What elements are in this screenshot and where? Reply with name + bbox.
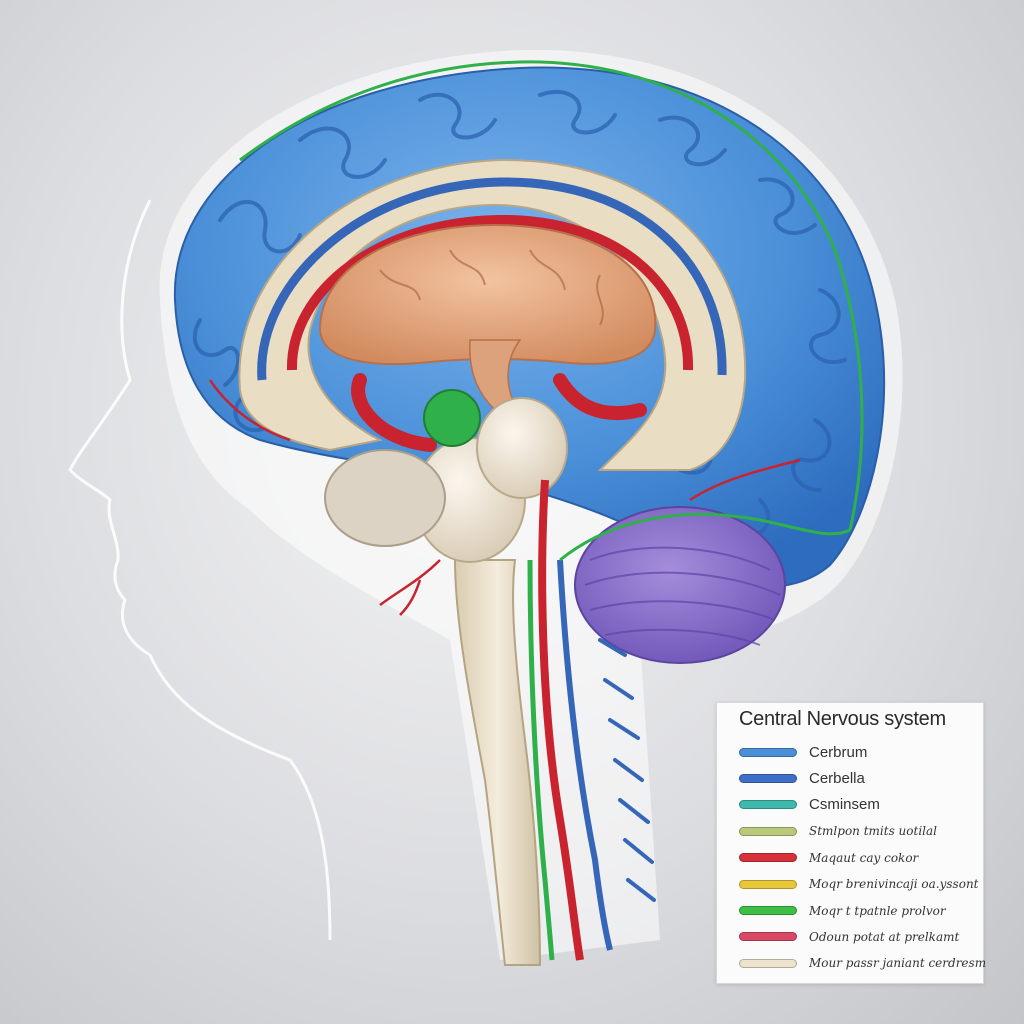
legend-title: Central Nervous system xyxy=(739,708,946,730)
artery-arch-right xyxy=(553,373,647,421)
legend-swatch xyxy=(739,853,797,863)
legend-label: Odoun potat at prelkamt xyxy=(809,929,960,944)
thalamus-folds xyxy=(379,249,604,326)
legend-item: Stmlpon tmits uotilal xyxy=(739,818,977,844)
surface-nerve xyxy=(239,60,864,531)
head-profile-outline xyxy=(68,199,332,941)
spinal-artery xyxy=(538,479,584,961)
legend-label: Cerbella xyxy=(809,770,865,788)
legend-swatch xyxy=(739,879,797,889)
cerebellum xyxy=(574,506,786,664)
legend-label: Stmlpon tmits uotilal xyxy=(809,824,937,839)
nerve-branch xyxy=(559,512,851,562)
green-nucleus xyxy=(423,389,481,447)
cerebellum-folia xyxy=(584,546,781,646)
vessel-band-blue xyxy=(257,177,727,381)
red-branches xyxy=(208,379,801,616)
midbrain xyxy=(476,397,568,499)
legend-item: Odoun potat at prelkamt xyxy=(739,924,977,950)
olfactory-structure xyxy=(324,449,446,547)
spinal-vein xyxy=(557,559,613,951)
thalamus xyxy=(318,223,657,366)
legend-item: Mour passr janiant cerdresm xyxy=(739,950,986,976)
corpus-callosum-outer xyxy=(238,158,747,471)
legend-swatch xyxy=(739,906,797,916)
legend-item: Cerbella xyxy=(739,765,977,791)
legend-item: Moqr brenivincaji oa.yssont xyxy=(739,871,979,897)
spinal-nerve xyxy=(527,559,555,961)
vessel-band-red xyxy=(286,214,694,371)
legend-label: Moqr t tpatnle prolvor xyxy=(809,903,946,918)
legend-item: Cerbrum xyxy=(739,739,977,765)
legend-item: Moqr t tpatnle prolvor xyxy=(739,897,977,923)
legend-label: Csminsem xyxy=(809,796,880,814)
legend-label: Moqr brenivincaji oa.yssont xyxy=(809,877,979,892)
legend-label: Cerbrum xyxy=(809,743,868,761)
legend-label: Maqaut cay cokor xyxy=(809,850,919,865)
legend-label: Mour passr janiant cerdresm xyxy=(809,956,987,971)
artery-arch-left xyxy=(351,373,437,452)
legend-swatch xyxy=(739,747,797,757)
legend-swatch xyxy=(739,932,797,942)
legend-swatch xyxy=(739,958,797,968)
legend-swatch xyxy=(739,774,797,784)
spinal-cord xyxy=(453,559,542,966)
legend-item: Csminsem xyxy=(739,792,977,818)
legend-swatch xyxy=(739,800,797,810)
legend-item: Maqaut cay cokor xyxy=(739,845,977,871)
nerve-roots xyxy=(598,638,656,902)
legend-swatch xyxy=(739,826,797,836)
